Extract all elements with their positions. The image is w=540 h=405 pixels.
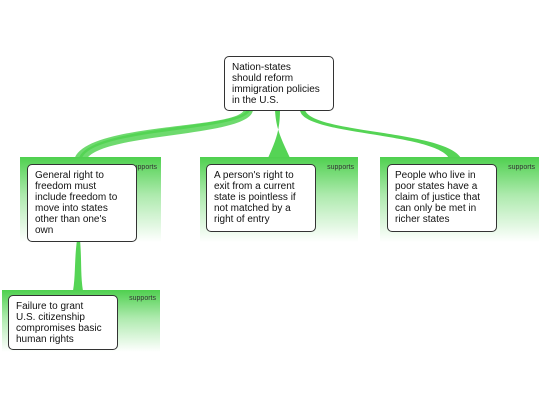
premise-node-4[interactable]: Failure to grant U.S. citizenship compro… bbox=[8, 295, 118, 350]
support-label-2: supports bbox=[327, 164, 354, 171]
premise-node-1[interactable]: General right to freedom must include fr… bbox=[27, 164, 137, 242]
premise-node-2[interactable]: A person's right to exit from a current … bbox=[206, 164, 316, 232]
support-label-4: supports bbox=[129, 295, 156, 302]
connector-root-to-premise-2 bbox=[268, 110, 290, 158]
connector-premise-1-to-premise-4 bbox=[72, 240, 84, 296]
claim-node-root[interactable]: Nation-states should reform immigration … bbox=[224, 56, 334, 111]
premise-node-3[interactable]: People who live in poor states have a cl… bbox=[387, 164, 497, 232]
support-label-1: supports bbox=[130, 164, 157, 171]
connector-root-to-premise-3 bbox=[300, 110, 462, 160]
support-label-3: supports bbox=[508, 164, 535, 171]
